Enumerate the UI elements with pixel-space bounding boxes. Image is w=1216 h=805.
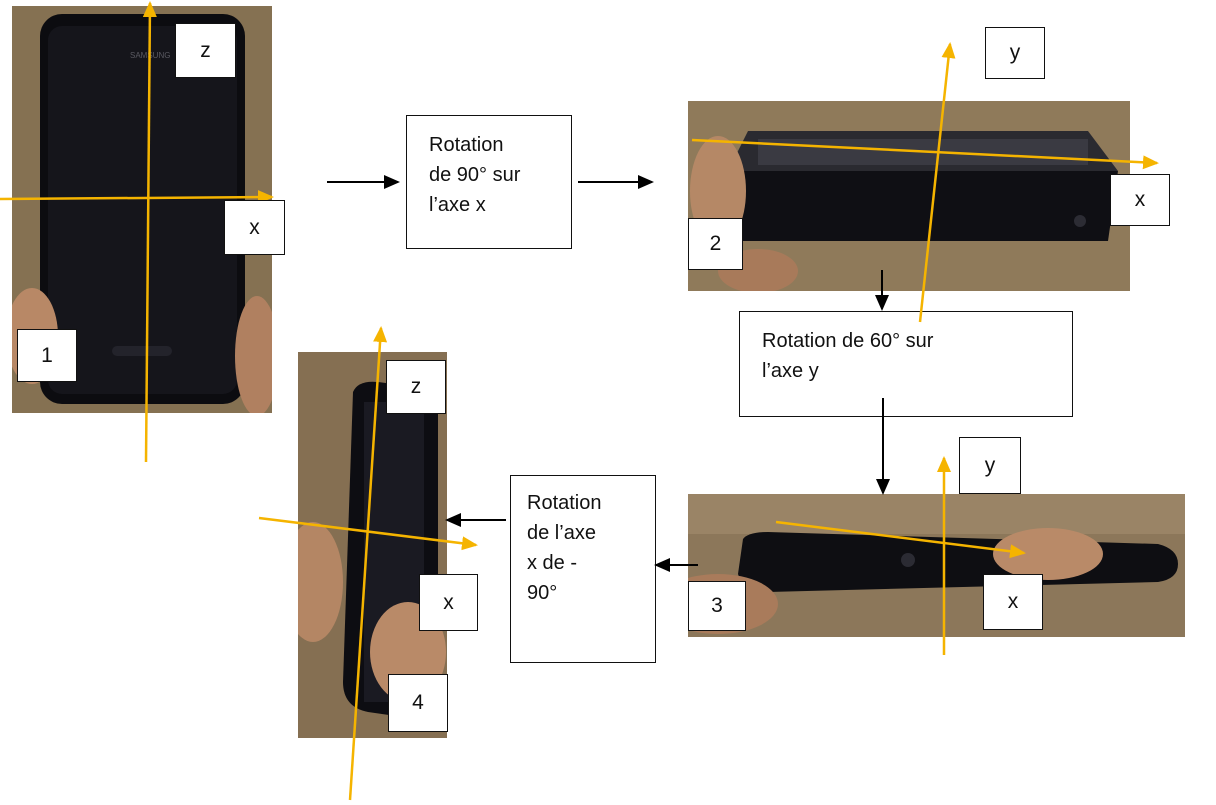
photo-3 bbox=[688, 494, 1185, 637]
label-y-photo3: y bbox=[959, 437, 1021, 494]
photo-number-1: 1 bbox=[17, 329, 77, 382]
label-y-photo2: y bbox=[985, 27, 1045, 79]
phone-2-image bbox=[688, 101, 1130, 291]
step-2-line-2: l’axe y bbox=[762, 360, 819, 382]
step-1-line-1: Rotation bbox=[429, 134, 504, 156]
photo-number-2: 2 bbox=[688, 218, 743, 270]
step-2-line-1: Rotation de 60° sur bbox=[762, 330, 934, 352]
label-z-photo4: z bbox=[386, 360, 446, 414]
label-x-photo4: x bbox=[419, 574, 478, 631]
step-1-line-2: de 90° sur bbox=[429, 164, 521, 186]
label-x-photo2: x bbox=[1110, 174, 1170, 226]
step-1-line-3: l’axe x bbox=[429, 194, 486, 216]
phone-3-image bbox=[688, 494, 1185, 637]
label-z-photo1: z bbox=[175, 23, 236, 78]
photo-number-4: 4 bbox=[388, 674, 448, 732]
step-2-box: Rotation de 60° sur l’axe y bbox=[739, 311, 1073, 417]
step-3-line-3: x de - bbox=[527, 552, 578, 574]
step-3-line-4: 90° bbox=[527, 582, 558, 604]
step-3-line-1: Rotation bbox=[527, 492, 602, 514]
label-x-photo1: x bbox=[224, 200, 285, 255]
step-3-line-2: de l’axe bbox=[527, 522, 596, 544]
step-1-box: Rotation de 90° sur l’axe x bbox=[406, 115, 572, 249]
step-3-box: Rotation de l’axe x de - 90° bbox=[510, 475, 656, 663]
photo-2 bbox=[688, 101, 1130, 291]
brand-text: SAMSUNG bbox=[130, 51, 170, 60]
photo-number-3: 3 bbox=[688, 581, 746, 631]
label-x-photo3: x bbox=[983, 574, 1043, 630]
